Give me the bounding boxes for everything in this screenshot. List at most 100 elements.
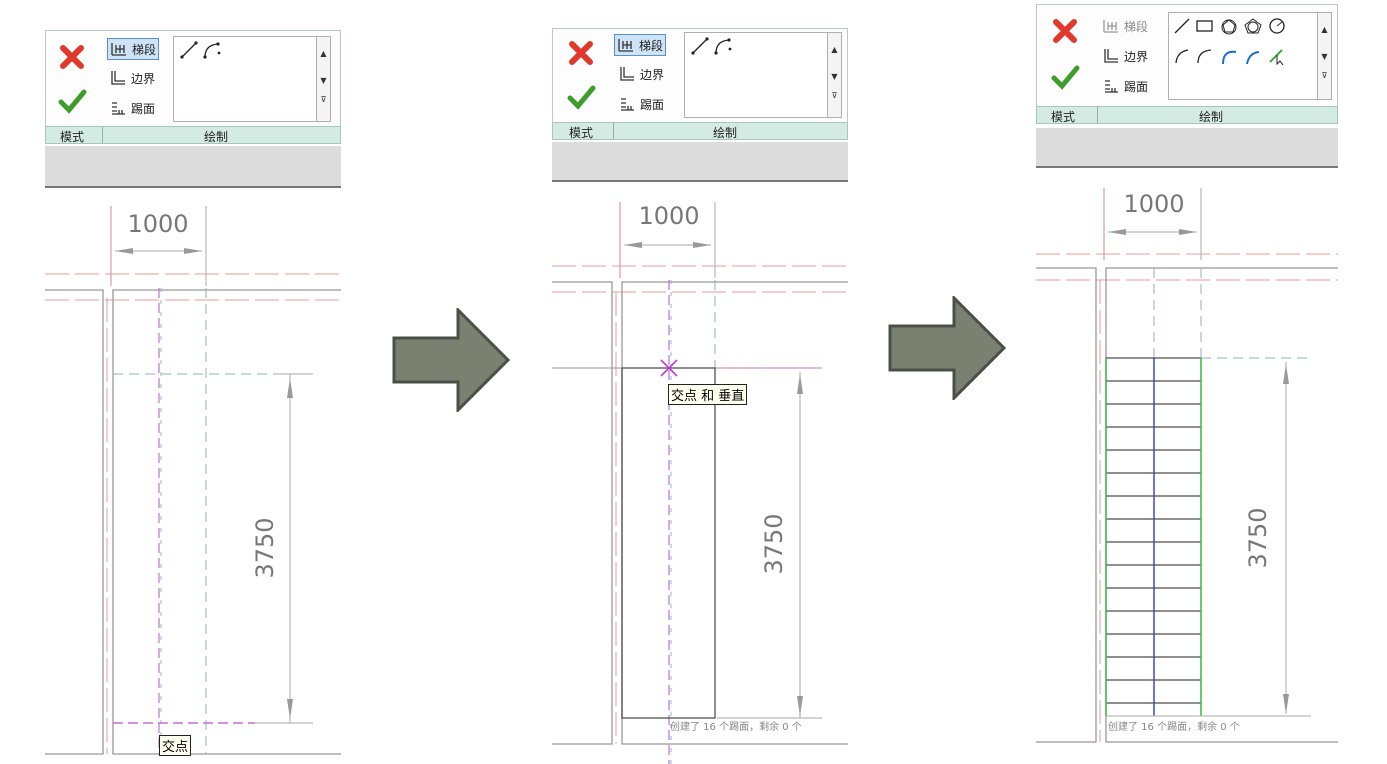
group-draw-label: 绘制 xyxy=(1199,110,1224,124)
dimension-length: 3750 xyxy=(760,513,788,574)
line-icon[interactable] xyxy=(691,37,709,55)
rectangle-icon[interactable] xyxy=(1195,17,1215,35)
ribbon-draw-panel: 梯段 边界 踢面 ▲ ▼ ⊽ 模式 xyxy=(1036,4,1338,168)
draw-gallery[interactable]: ▲ ▼ ⊽ xyxy=(173,36,331,122)
next-step-arrow-icon xyxy=(888,296,1007,400)
ribbon-draw-panel: 梯段 边界 踢面 ▲ ▼ ⊽ 模式 绘制 xyxy=(552,28,848,182)
arc-icon[interactable] xyxy=(202,41,222,59)
snap-tooltip: 交点 xyxy=(159,735,192,756)
riser-icon xyxy=(621,98,634,111)
scroll-up-icon[interactable]: ▲ xyxy=(320,49,327,58)
center-end-arc-icon[interactable] xyxy=(1195,47,1215,65)
options-bar xyxy=(45,146,341,188)
circle-icon[interactable] xyxy=(1267,17,1287,35)
finish-icon xyxy=(58,89,87,114)
inscribed-polygon-icon[interactable] xyxy=(1219,17,1239,35)
run-icon xyxy=(111,43,126,56)
scroll-down-icon[interactable]: ▼ xyxy=(320,76,327,85)
tool-riser[interactable]: 踢面 xyxy=(109,98,155,118)
dimension-length: 3750 xyxy=(1244,507,1272,568)
options-bar xyxy=(1036,128,1338,168)
tool-run[interactable]: 梯段 xyxy=(107,38,160,60)
ribbon-draw-panel: 梯段 边界 踢面 ▲ ▼ ⊽ 模式 绘制 xyxy=(45,30,341,188)
scroll-up-icon[interactable]: ▲ xyxy=(1321,25,1328,34)
riser-count-status: 创建了 16 个踢面，剩余 0 个 xyxy=(1108,722,1240,733)
group-divider xyxy=(102,127,103,143)
tool-boundary[interactable]: 边界 xyxy=(618,64,664,84)
tool-riser[interactable]: 踢面 xyxy=(1102,76,1148,96)
scroll-down-icon[interactable]: ▼ xyxy=(1321,52,1328,61)
gallery-scrollbar[interactable]: ▲ ▼ ⊽ xyxy=(1317,13,1331,99)
cancel-edit-button[interactable] xyxy=(1050,16,1080,46)
draw-gallery[interactable]: ▲ ▼ ⊽ xyxy=(684,32,842,118)
finish-icon xyxy=(567,85,596,110)
tool-riser[interactable]: 踢面 xyxy=(618,94,664,114)
riser-count-status: 创建了 16 个踢面，剩余 0 个 xyxy=(670,722,802,733)
next-step-arrow-icon xyxy=(392,308,511,412)
dimension-width: 1000 xyxy=(127,210,188,238)
tool-boundary-label: 边界 xyxy=(1124,49,1149,64)
group-divider xyxy=(613,123,614,139)
step-panel-3: 梯段 边界 踢面 ▲ ▼ ⊽ 模式 xyxy=(1036,4,1338,752)
gallery-expand-icon[interactable]: ⊽ xyxy=(1321,71,1328,80)
ribbon-group-labels: 模式 绘制 xyxy=(45,126,341,144)
group-divider xyxy=(1097,107,1098,123)
finish-icon xyxy=(1051,65,1080,90)
boundary-icon xyxy=(1104,49,1118,63)
tool-run-label: 梯段 xyxy=(132,42,157,57)
tool-riser-label: 踢面 xyxy=(1124,79,1149,94)
tool-boundary-label: 边界 xyxy=(131,71,156,86)
draw-gallery[interactable]: ▲ ▼ ⊽ xyxy=(1168,12,1332,100)
arc-icon[interactable] xyxy=(713,37,733,55)
step-panel-2: 梯段 边界 踢面 ▲ ▼ ⊽ 模式 绘制 1 xyxy=(552,28,848,764)
tool-boundary[interactable]: 边界 xyxy=(1102,46,1148,66)
drawing-canvas-1[interactable]: 1000 3750 xyxy=(45,188,341,764)
cancel-icon xyxy=(569,41,593,65)
pick-lines-icon[interactable] xyxy=(1267,47,1287,65)
line-icon[interactable] xyxy=(180,41,198,59)
dimension-width: 1000 xyxy=(1123,190,1184,218)
tool-boundary[interactable]: 边界 xyxy=(109,68,155,88)
drawing-canvas-3[interactable]: 1000 xyxy=(1036,168,1338,752)
gallery-expand-icon[interactable]: ⊽ xyxy=(320,95,327,104)
tool-run[interactable]: 梯段 xyxy=(614,34,667,56)
cancel-edit-button[interactable] xyxy=(566,38,596,68)
cancel-icon xyxy=(1053,19,1077,43)
tool-run-label: 梯段 xyxy=(1124,19,1149,34)
run-icon xyxy=(1103,20,1118,33)
gallery-expand-icon[interactable]: ⊽ xyxy=(831,91,838,100)
tool-run-label: 梯段 xyxy=(639,38,664,53)
riser-icon xyxy=(1105,80,1118,93)
cancel-icon xyxy=(60,45,84,69)
tangent-arc-icon[interactable] xyxy=(1219,47,1239,65)
dimension-width: 1000 xyxy=(638,202,699,230)
boundary-icon xyxy=(111,71,125,85)
fillet-arc-icon[interactable] xyxy=(1243,47,1263,65)
circumscribed-polygon-icon[interactable] xyxy=(1243,17,1263,35)
start-end-arc-icon[interactable] xyxy=(1173,47,1193,65)
group-draw-label: 绘制 xyxy=(713,126,738,140)
step-panel-1: 梯段 边界 踢面 ▲ ▼ ⊽ 模式 绘制 xyxy=(45,30,341,764)
scroll-up-icon[interactable]: ▲ xyxy=(831,45,838,54)
finish-edit-button[interactable] xyxy=(57,88,87,114)
group-mode-label: 模式 xyxy=(1051,110,1076,124)
group-draw-label: 绘制 xyxy=(204,130,229,144)
gallery-scrollbar[interactable]: ▲ ▼ ⊽ xyxy=(316,37,330,121)
line-icon[interactable] xyxy=(1173,17,1191,35)
snap-tooltip: 交点 和 垂直 xyxy=(668,384,748,405)
tool-riser-label: 踢面 xyxy=(640,97,665,112)
scroll-down-icon[interactable]: ▼ xyxy=(831,72,838,81)
tool-run[interactable]: 梯段 xyxy=(1102,16,1148,36)
finish-edit-button[interactable] xyxy=(566,84,596,110)
finish-edit-button[interactable] xyxy=(1050,64,1080,90)
drawing-canvas-2[interactable]: 1000 3750 xyxy=(552,182,848,764)
cancel-edit-button[interactable] xyxy=(57,42,87,72)
options-bar xyxy=(552,142,848,182)
ribbon-group-labels: 模式 绘制 xyxy=(552,122,848,140)
tool-riser-label: 踢面 xyxy=(131,101,156,116)
dimension-length: 3750 xyxy=(251,517,279,578)
group-mode-label: 模式 xyxy=(60,130,85,144)
boundary-icon xyxy=(620,67,634,81)
ribbon-group-labels: 模式 绘制 xyxy=(1036,106,1338,124)
gallery-scrollbar[interactable]: ▲ ▼ ⊽ xyxy=(827,33,841,117)
